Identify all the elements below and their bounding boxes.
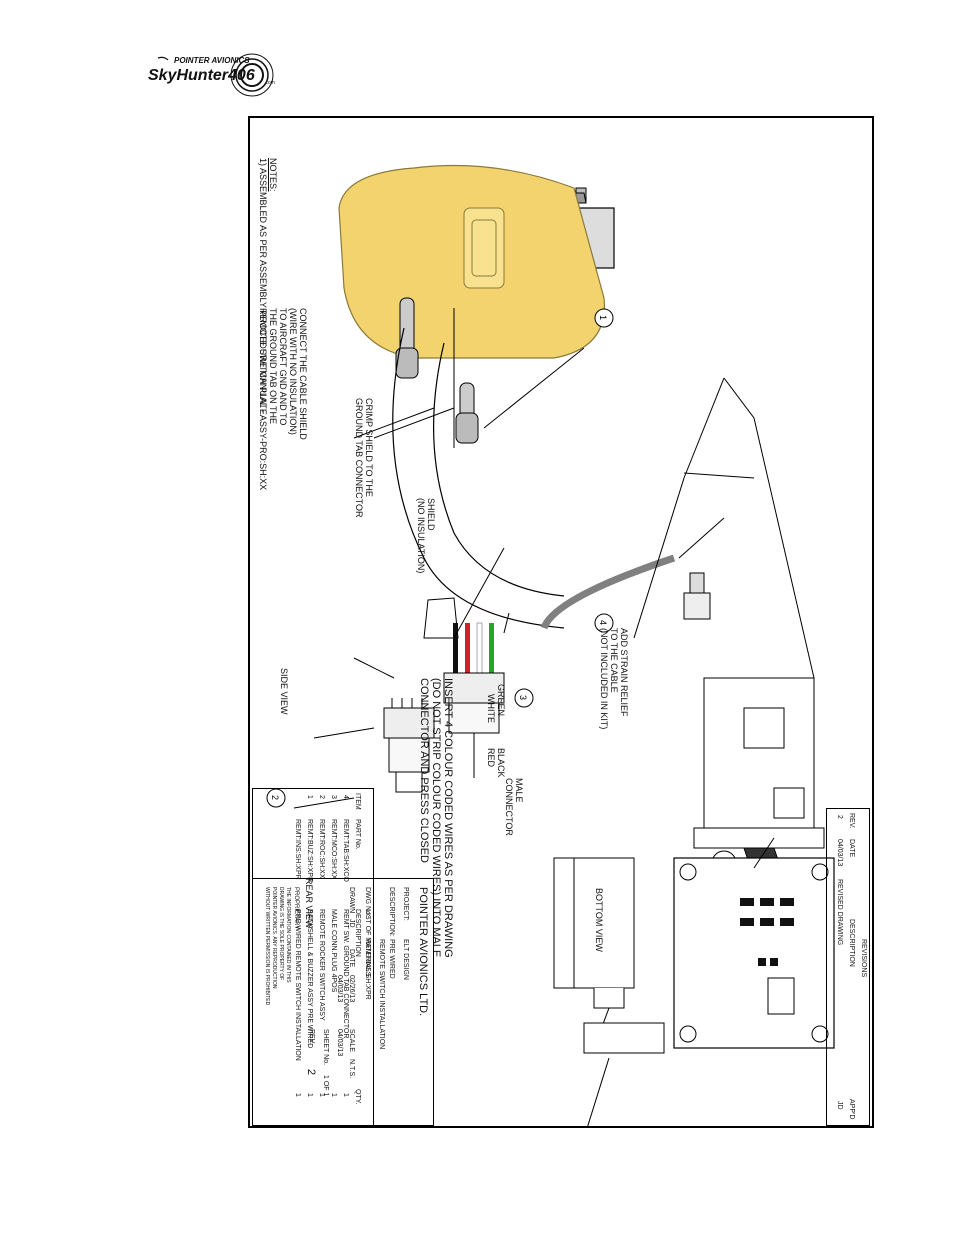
callout-shield-connect: CONNECT THE CABLE SHIELD (WIRE WITH NO I… <box>258 308 308 440</box>
bom-row-2-item: 2 <box>318 795 325 799</box>
title-block: POINTER AVIONICS LTD. PROJECT: ELT DESIG… <box>252 878 434 1126</box>
leader-lines <box>293 347 815 869</box>
revisions-header-rev: REV. <box>848 813 855 829</box>
balloons <box>266 308 614 808</box>
bom-row-2-part: REMT:ROC:SH:XX <box>318 819 325 879</box>
thumb-screw-right <box>455 382 479 444</box>
bom-row-0-item: 4 <box>342 795 349 799</box>
drawing-sheet: 1 2 3 4 NOTES: 1) ASSEMBLED AS PER ASSEM… <box>248 116 874 1128</box>
bom-header-part: PART No. <box>354 819 361 850</box>
notes-header: NOTES: <box>268 158 278 192</box>
label-male-connector: MALE CONNECTOR <box>504 778 524 836</box>
revision-row-date: 04/03/13 <box>836 839 843 867</box>
cable <box>353 327 565 629</box>
label-red: RED <box>486 748 496 768</box>
description-line-2: REMOTE SWITCH INSTALLATION <box>378 939 385 1050</box>
sheet-label: SHEET No. <box>322 1029 329 1066</box>
bom-row-1-item: 3 <box>330 795 337 799</box>
label-black: BLACK <box>496 748 506 778</box>
proprietary-line-2: DRAWING IS THE SOLE PROPERTY OF <box>278 887 284 981</box>
drawn-date: 02/26/13 <box>348 975 355 1003</box>
male-connector-detail <box>383 698 435 793</box>
bom-row-4-part: REMT:INS:SH:XPR <box>294 819 301 880</box>
sheet: 1 OF 1 <box>322 1075 329 1097</box>
backshell-connector <box>338 164 615 448</box>
scale: N.T.S. <box>348 1059 355 1079</box>
logo-brand: POINTER AVIONICS <box>174 56 250 65</box>
project-label: PROJECT: <box>402 887 409 921</box>
date-label: DATE <box>348 949 355 968</box>
balloon-2: 2 <box>270 795 280 800</box>
wire-bundle <box>423 554 676 778</box>
bom-row-0-part: REMT:TAB:SH:XCO <box>342 819 349 882</box>
revisions-header-date: DATE <box>848 839 855 858</box>
thumb-screw-left <box>395 297 419 379</box>
callout-crimp: CRIMP SHIELD TO THE GROUND TAB CONNECTOR <box>354 398 374 518</box>
bom-row-3-item: 1 <box>306 795 313 799</box>
balloon-3: 3 <box>518 695 528 700</box>
logo-swoosh <box>157 56 169 61</box>
revision-row-description: REVISED DRAWING <box>836 879 843 946</box>
label-bottom-view: BOTTOM VIEW <box>594 888 604 952</box>
revision-row-rev: 2 <box>836 815 843 819</box>
label-white: WHITE <box>486 694 496 723</box>
description-line-1: PRE WIRED <box>388 939 395 979</box>
dwg-number: REMT:INS:SH:XPR <box>364 939 371 1000</box>
switch-side-view <box>693 677 825 879</box>
balloon-1: 1 <box>598 315 608 320</box>
skyhunter-logo: POINTER AVIONICS SkyHunter406 .com <box>148 53 275 97</box>
drawn-label: DRAWN <box>348 887 355 914</box>
rev: 2 <box>305 1069 317 1076</box>
switch-rear-view <box>673 857 835 1049</box>
label-green: GREEN <box>496 684 506 717</box>
dwg-label: DWG No.: <box>364 887 371 919</box>
checked-date: 04/03/13 <box>336 975 343 1003</box>
callout-shield: SHIELD (NO INSULATION) <box>416 498 436 574</box>
rev-label: REV. <box>308 1029 315 1045</box>
label-side-view: SIDE VIEW <box>279 668 289 715</box>
description-label: DESCRIPTION: <box>388 887 395 937</box>
logo-product: SkyHunter406 <box>148 67 255 84</box>
rotated-drawing: 1 2 3 4 NOTES: 1) ASSEMBLED AS PER ASSEM… <box>250 118 872 1126</box>
scale-label: SCALE <box>348 1029 355 1052</box>
revisions-block: REVISIONS REV. DATE DESCRIPTION APP'D 2 … <box>826 808 870 1126</box>
revisions-title: REVISIONS <box>860 939 867 978</box>
proprietary-line-4: WITHOUT WRITTEN PERMISSION IS PROHIBITED <box>264 887 270 1006</box>
proprietary-title: PROPRIETARY <box>293 887 299 930</box>
balloon-4: 4 <box>598 620 608 625</box>
assembly-illustration: 1 2 3 4 <box>266 164 835 1126</box>
approved-date: 04/03/13 <box>336 1029 343 1057</box>
callout-strain-relief: ADD STRAIN RELIEF TO THE CABLE (NOT INCL… <box>599 628 629 730</box>
revisions-header-approved: APP'D <box>848 1099 855 1120</box>
bom-row-1-part: REMT:MCO:SH:XX <box>330 819 337 880</box>
bom-header-item: ITEM <box>354 793 361 810</box>
proprietary-line-3: POINTER AVIONICS. ANY REPRODUCTION <box>271 887 277 989</box>
proprietary-line-1: THE INFORMATION CONTAINED IN THIS <box>285 887 291 983</box>
bom-row-3-part: REMT:BUZ:SH:XPR <box>306 819 313 883</box>
revision-row-approved: JD <box>836 1101 843 1110</box>
logo-suffix: .com <box>264 80 275 86</box>
ground-tab-connector <box>683 572 711 620</box>
revisions-header-description: DESCRIPTION <box>848 919 855 967</box>
company-name: POINTER AVIONICS LTD. <box>417 887 429 1017</box>
drawn-by: JD <box>348 919 355 928</box>
project: ELT DESIGN <box>402 939 409 980</box>
switch-bottom-view <box>553 857 665 1126</box>
